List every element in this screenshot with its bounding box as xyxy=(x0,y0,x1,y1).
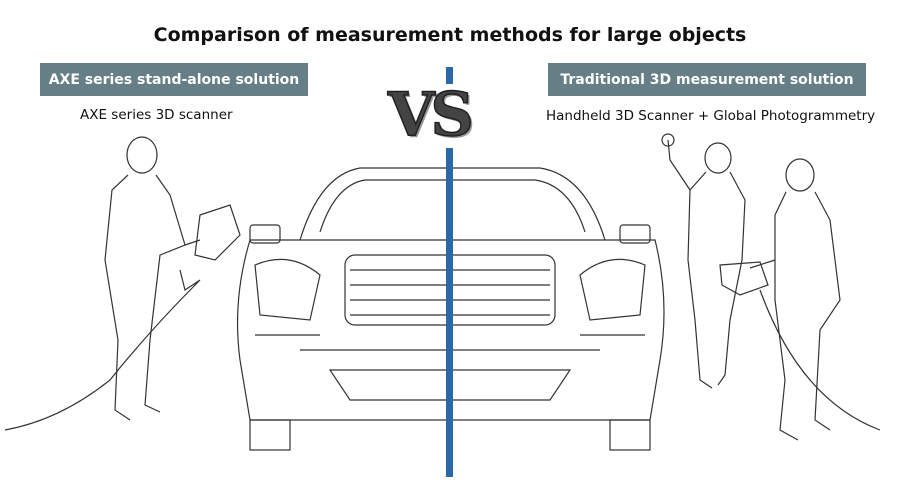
vs-divider-line xyxy=(446,67,453,477)
person-with-axe-scanner-sketch xyxy=(4,136,241,431)
vs-label: VS xyxy=(387,79,474,151)
left-header-label: AXE series stand-alone solution xyxy=(40,63,308,96)
left-subtitle: AXE series 3D scanner xyxy=(80,107,233,123)
divider-gap xyxy=(440,84,460,148)
people-with-handheld-scanner-sketch xyxy=(661,133,881,441)
right-subtitle: Handheld 3D Scanner + Global Photogramme… xyxy=(546,108,876,124)
right-header-label: Traditional 3D measurement solution xyxy=(548,63,866,96)
page-title: Comparison of measurement methods for la… xyxy=(153,24,747,46)
